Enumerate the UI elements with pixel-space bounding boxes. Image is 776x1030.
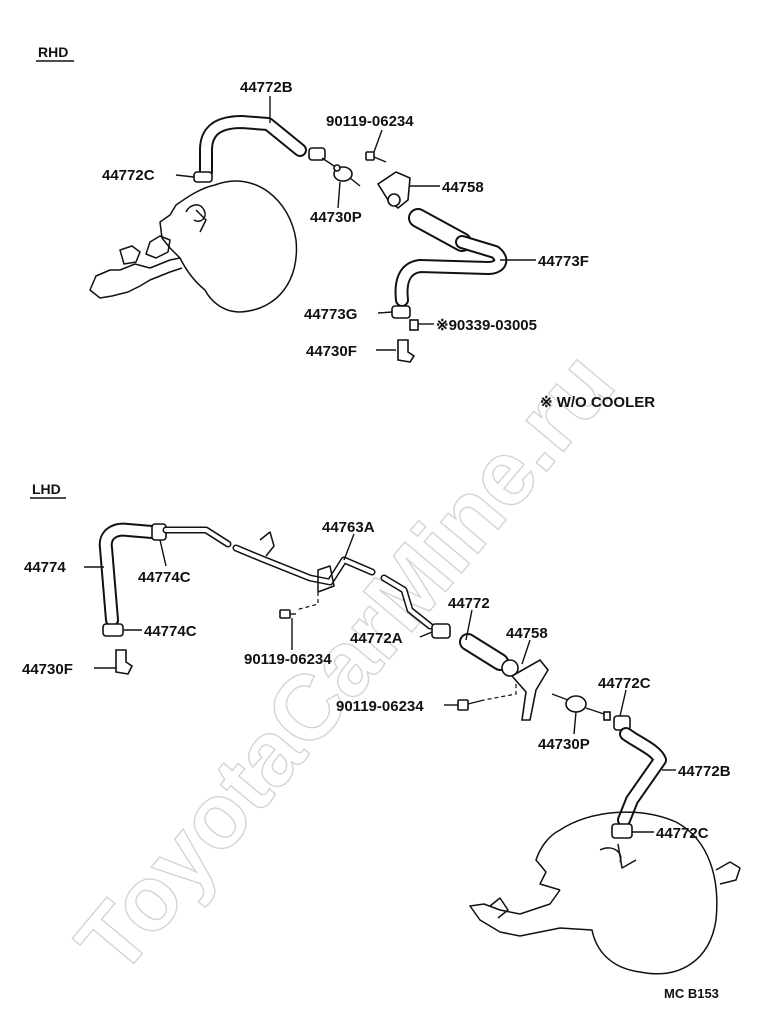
lhd-brake-booster-drawing <box>469 811 741 975</box>
lhd-label-44763a: 44763A <box>322 519 375 536</box>
lhd-label-90119-left: 90119-06234 <box>244 651 332 668</box>
rhd-clamp-44772c <box>193 171 213 183</box>
rhd-bracket-44758 <box>376 171 411 210</box>
lhd-label-44772c-lower: 44772C <box>656 825 709 842</box>
lhd-clamp-44774c-bottom <box>102 623 124 637</box>
rhd-bolt-90119 <box>365 151 387 163</box>
lhd-label-44758: 44758 <box>506 625 548 642</box>
rhd-brake-booster-drawing <box>89 180 298 313</box>
lhd-heading: LHD <box>32 481 61 497</box>
lhd-clamp-44772a <box>431 623 451 639</box>
lhd-label-44730f: 44730F <box>22 661 73 678</box>
lhd-section: LHD <box>22 481 741 975</box>
rhd-label-44730f: 44730F <box>306 343 357 360</box>
rhd-clamp-upper <box>308 147 326 161</box>
lhd-label-44772b: 44772B <box>678 763 731 780</box>
lhd-label-44774: 44774 <box>24 559 66 576</box>
rhd-label-44773f: 44773F <box>538 253 589 270</box>
rhd-label-44772c: 44772C <box>102 167 155 184</box>
lhd-label-44772a: 44772A <box>350 630 403 647</box>
rhd-clamp-44773g <box>391 305 411 319</box>
lhd-label-90119-right: 90119-06234 <box>336 698 424 715</box>
rhd-hose-44773f <box>394 208 508 307</box>
lhd-label-44730p: 44730P <box>538 736 590 753</box>
lhd-bracket-44758 <box>501 658 549 721</box>
watermark-text: ToyotaCarMine.ru <box>57 333 633 992</box>
rhd-label-44730p: 44730P <box>310 209 362 226</box>
rhd-fitting-44730f <box>397 339 416 363</box>
rhd-section: RHD <box>36 44 655 411</box>
rhd-label-44773g: 44773G <box>304 306 357 323</box>
lhd-label-44774c-bottom: 44774C <box>144 623 197 640</box>
rhd-label-90119: 90119-06234 <box>326 113 414 130</box>
lhd-label-44772c-upper: 44772C <box>598 675 651 692</box>
lhd-dash-right <box>483 684 517 701</box>
lhd-valve-44730p <box>551 693 611 721</box>
rhd-label-90339: ※90339-03005 <box>436 317 537 334</box>
lhd-clamp-44772c-lower <box>611 823 633 839</box>
lhd-dash-left <box>295 592 319 611</box>
lhd-bolt-90119-right <box>457 699 485 711</box>
diagram-code: MC B153 <box>664 986 719 1001</box>
lhd-bolt-90119-left <box>279 609 296 619</box>
rhd-heading: RHD <box>38 44 68 60</box>
lhd-pipe-44763a <box>162 526 434 630</box>
lhd-label-44772: 44772 <box>448 595 490 612</box>
rhd-valve-44730p <box>321 157 361 187</box>
rhd-part-90339 <box>409 319 419 331</box>
lhd-label-44774c-top: 44774C <box>138 569 191 586</box>
rhd-label-44772b: 44772B <box>240 79 293 96</box>
without-cooler-note: ※ W/O COOLER <box>540 394 655 411</box>
lhd-fitting-44730f <box>115 649 134 675</box>
rhd-label-44758: 44758 <box>442 179 484 196</box>
